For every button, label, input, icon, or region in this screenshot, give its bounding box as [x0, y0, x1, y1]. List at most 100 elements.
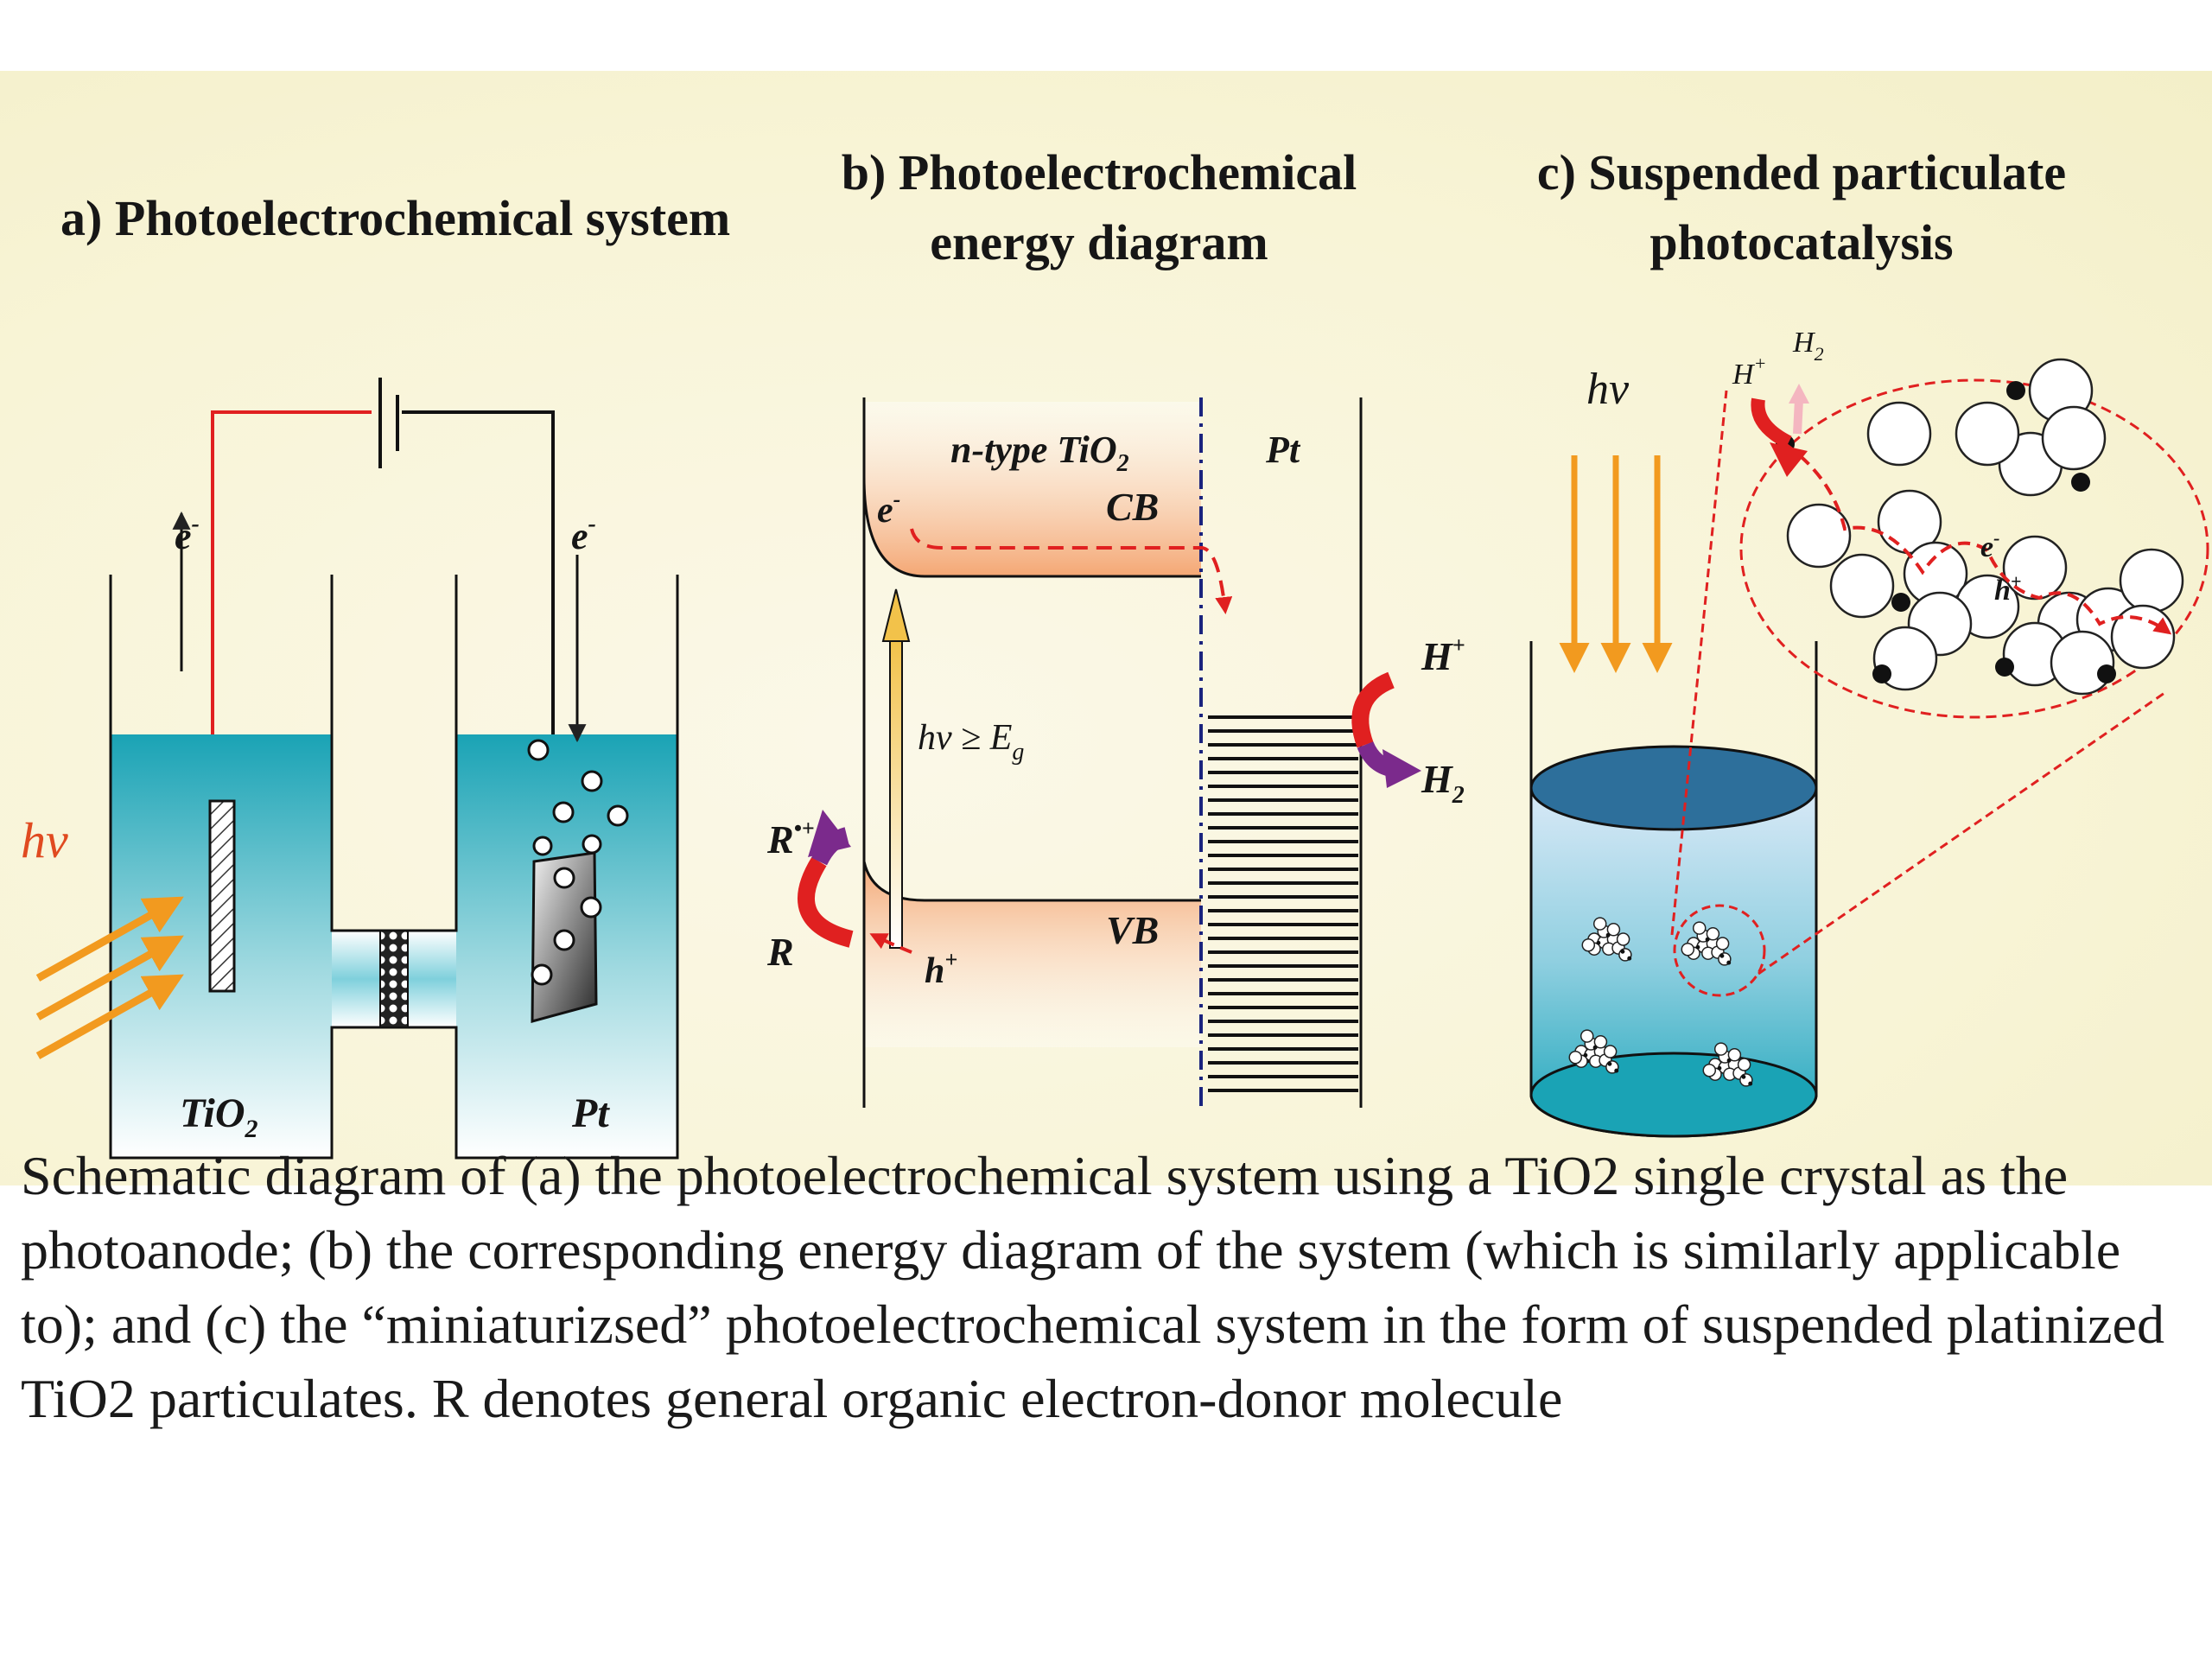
pt-deposit-large	[2006, 381, 2025, 400]
zoom-line-1	[1670, 390, 1728, 936]
pt-label-a: Pt	[571, 1090, 610, 1136]
panel-b: b) Photoelectrochemical energy diagram h…	[766, 144, 1465, 1108]
hole-path	[869, 933, 912, 954]
particle	[1713, 1042, 1728, 1056]
h2-release-arrowhead	[1789, 384, 1809, 404]
particle	[1706, 927, 1720, 941]
particle	[1616, 932, 1630, 946]
h-plus-arrow	[1751, 397, 1792, 449]
pt-deposit-large	[2071, 473, 2090, 492]
beaker-bottom	[1529, 1052, 1818, 1138]
oxidation-curve-red	[798, 856, 854, 948]
h-plus-arrowhead	[1770, 442, 1808, 477]
r-plus-label: R•+	[766, 816, 815, 861]
particle	[1692, 921, 1707, 935]
panel-b-title-1: b) Photoelectrochemical	[842, 144, 1357, 200]
particle-large	[2002, 535, 2068, 601]
electron-label-left: e-	[175, 511, 200, 557]
magnified-particle-cluster	[1776, 358, 2184, 696]
particle	[1592, 917, 1607, 931]
light-arrows-a	[35, 896, 184, 1059]
particle-large	[1786, 503, 1852, 569]
zoom-target-circle	[1673, 904, 1766, 997]
pt-deposit	[1620, 949, 1625, 954]
pt-fermi-levels	[1208, 715, 1358, 1092]
particle	[1702, 1063, 1717, 1077]
glass-frit	[379, 930, 409, 1028]
pt-deposit	[1726, 960, 1732, 965]
electron-label-c: e-	[1980, 527, 1999, 563]
particle-large	[2110, 604, 2176, 670]
tio2-electrode	[208, 799, 236, 993]
pt-deposit	[1717, 1065, 1722, 1071]
particle	[1603, 1045, 1618, 1058]
zoom-ellipse	[1739, 378, 2209, 719]
panel-a: a) Photoelectrochemical system e- e-	[21, 190, 730, 1160]
figure: a) Photoelectrochemical system e- e-	[0, 71, 2212, 1185]
panel-c-title-1: c) Suspended particulate	[1537, 144, 2066, 200]
diagram-canvas: a) Photoelectrochemical system e- e-	[21, 144, 2209, 1160]
electron-label-b: e-	[877, 486, 900, 531]
particle	[1681, 942, 1695, 957]
particle-clusters	[1568, 917, 1753, 1087]
particle-large	[1955, 401, 2020, 467]
particle	[1606, 923, 1621, 937]
pt-deposit	[1705, 937, 1710, 942]
particle-large	[2050, 630, 2115, 696]
particle	[1568, 1050, 1583, 1065]
pt-deposit	[1614, 1068, 1619, 1073]
beaker-liquid-top	[1529, 745, 1818, 831]
wire-black	[402, 410, 555, 831]
particle	[1580, 1029, 1594, 1043]
vb-edge	[862, 861, 1201, 902]
oxidation-arrowhead	[808, 810, 851, 857]
hv-label-c: hv	[1586, 365, 1630, 414]
vb-label: VB	[1106, 908, 1159, 952]
particle-large	[1866, 401, 1932, 467]
pt-deposit	[1596, 940, 1601, 945]
panel-b-title-2: energy diagram	[930, 214, 1268, 270]
excitation-label: hv ≥ Eg	[918, 718, 1024, 766]
conduction-band	[864, 402, 1201, 576]
excitation-arrow-head	[881, 588, 911, 642]
figure-caption: Schematic diagram of (a) the photoelectr…	[21, 1145, 2164, 1429]
gas-bubbles	[527, 739, 629, 986]
electron-label-right: e-	[571, 511, 596, 557]
pt-deposit	[1592, 1045, 1598, 1050]
light-arrows-c	[1559, 455, 1673, 673]
pt-deposit	[1695, 944, 1700, 950]
pt-deposit	[1719, 953, 1725, 958]
panel-c: c) Suspended particulate photocatalysis …	[1529, 144, 2209, 1138]
pt-deposit-large	[1891, 593, 1910, 612]
pt-deposit-large	[2097, 664, 2116, 683]
h-plus-label-c: H+	[1732, 353, 1766, 391]
h2-label-b: H2	[1421, 757, 1465, 809]
electron-path	[910, 528, 1233, 614]
valence-band	[864, 861, 1201, 1047]
pt-deposit	[1607, 1061, 1612, 1066]
electron-transport-path	[1783, 442, 2172, 635]
pt-deposit-large	[1872, 664, 1891, 683]
pt-deposit	[1583, 1052, 1588, 1058]
particle-large	[2119, 548, 2184, 613]
pt-deposit	[1741, 1074, 1746, 1079]
pt-deposit	[1605, 932, 1611, 938]
particle-large	[1829, 553, 1895, 619]
tio2-label: TiO2	[180, 1090, 258, 1143]
panel-c-title-2: photocatalysis	[1649, 214, 1953, 270]
cb-label: CB	[1106, 485, 1159, 529]
pt-deposit	[1748, 1081, 1753, 1086]
semiconductor-label: n-type TiO2	[950, 429, 1129, 477]
hv-label-a: hv	[21, 812, 68, 868]
pt-deposit-large	[1995, 658, 2014, 677]
h-plus-label-b: H+	[1421, 632, 1465, 678]
particle	[1737, 1058, 1751, 1071]
particle	[1715, 937, 1730, 950]
h2-label-c: H2	[1792, 327, 1824, 365]
r-label: R	[766, 930, 794, 974]
panel-a-title: a) Photoelectrochemical system	[60, 190, 730, 246]
hole-label-c: h+	[1994, 570, 2021, 607]
particle	[1727, 1048, 1742, 1062]
excitation-arrow-shaft	[889, 640, 903, 949]
particle	[1581, 938, 1596, 952]
